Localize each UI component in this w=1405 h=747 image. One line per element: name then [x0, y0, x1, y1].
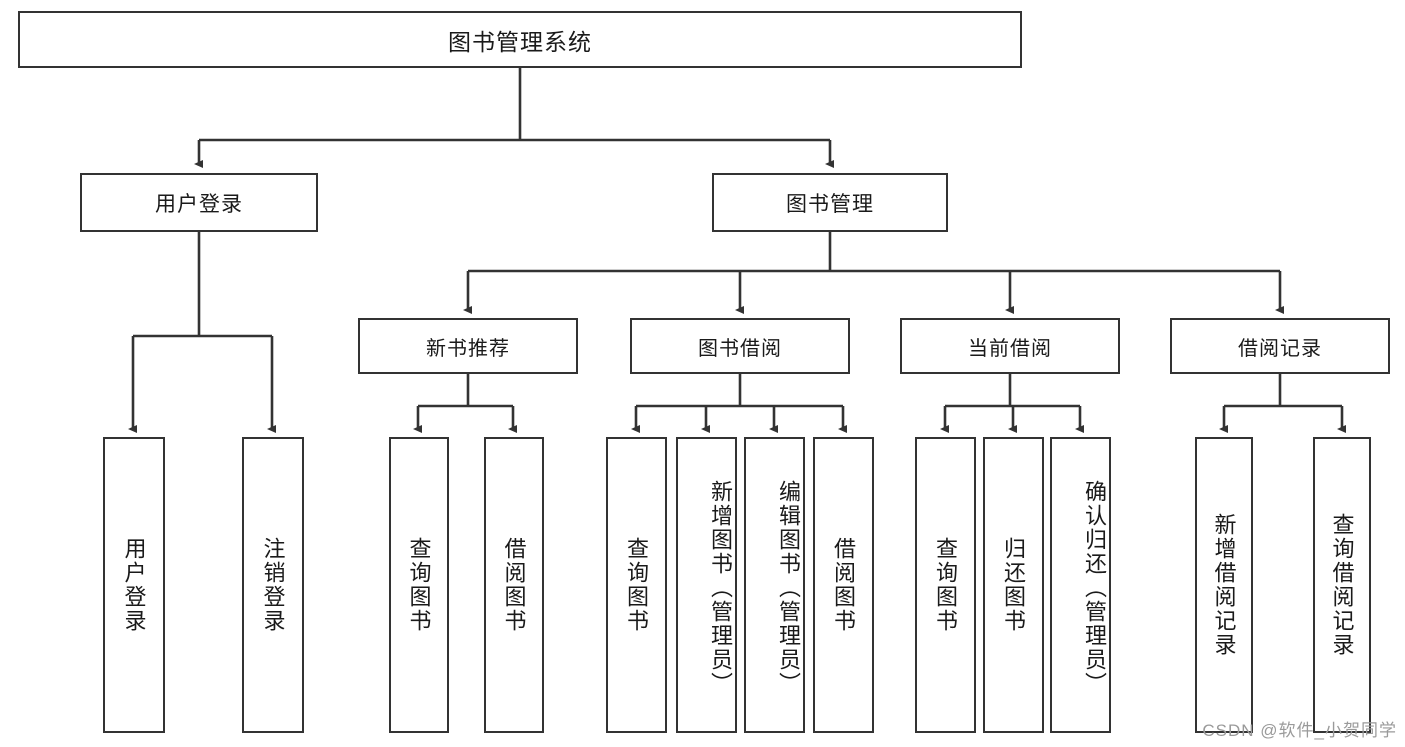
node-root-system[interactable]: 图书管理系统: [18, 11, 1022, 68]
leaf-user-logout[interactable]: 注销登录: [242, 437, 304, 733]
node-label: 查询图书: [624, 537, 650, 633]
node-borrow-record[interactable]: 借阅记录: [1170, 318, 1390, 374]
node-label: 图书管理系统: [448, 28, 592, 55]
node-user-login[interactable]: 用户登录: [80, 173, 318, 232]
node-label: 查询借阅记录: [1329, 513, 1355, 657]
leaf-recommend-borrow-book[interactable]: 借阅图书: [484, 437, 544, 733]
leaf-current-query-book[interactable]: 查询图书: [915, 437, 976, 733]
leaf-recommend-query-book[interactable]: 查询图书: [389, 437, 449, 733]
node-label: 借阅图书: [831, 537, 857, 633]
leaf-borrow-query-book[interactable]: 查询图书: [606, 437, 667, 733]
node-label: 用户登录: [155, 192, 243, 216]
node-label: 图书借阅: [698, 337, 782, 360]
node-label: 图书管理: [786, 192, 874, 216]
node-label: 归还图书: [1001, 537, 1027, 633]
node-label: 新增借阅记录: [1211, 513, 1237, 657]
node-label: 当前借阅: [968, 337, 1052, 360]
leaf-borrow-borrow-book[interactable]: 借阅图书: [813, 437, 874, 733]
leaf-current-return-book[interactable]: 归还图书: [983, 437, 1044, 733]
node-label: 查询图书: [933, 537, 959, 633]
node-label: 用户登录: [121, 537, 147, 633]
leaf-borrow-add-book-admin[interactable]: 新增图书（管理员）: [676, 437, 737, 733]
node-label: 借阅图书: [501, 537, 527, 633]
leaf-current-confirm-return-admin[interactable]: 确认归还（管理员）: [1050, 437, 1111, 733]
node-label: 查询图书: [406, 537, 432, 633]
leaf-user-login[interactable]: 用户登录: [103, 437, 165, 733]
leaf-record-query-borrow-record[interactable]: 查询借阅记录: [1313, 437, 1371, 733]
leaf-record-add-borrow-record[interactable]: 新增借阅记录: [1195, 437, 1253, 733]
node-current-borrow[interactable]: 当前借阅: [900, 318, 1120, 374]
node-label: 确认归还（管理员）: [1082, 480, 1107, 696]
node-book-borrow[interactable]: 图书借阅: [630, 318, 850, 374]
node-label: 注销登录: [260, 537, 286, 633]
leaf-borrow-edit-book-admin[interactable]: 编辑图书（管理员）: [744, 437, 805, 733]
node-new-book-recommend[interactable]: 新书推荐: [358, 318, 578, 374]
node-label: 借阅记录: [1238, 337, 1322, 360]
node-label: 新增图书（管理员）: [708, 480, 733, 696]
node-label: 新书推荐: [426, 337, 510, 360]
watermark-text: CSDN @软件_小贺同学: [1202, 721, 1397, 740]
node-book-management[interactable]: 图书管理: [712, 173, 948, 232]
node-label: 编辑图书（管理员）: [776, 480, 801, 696]
